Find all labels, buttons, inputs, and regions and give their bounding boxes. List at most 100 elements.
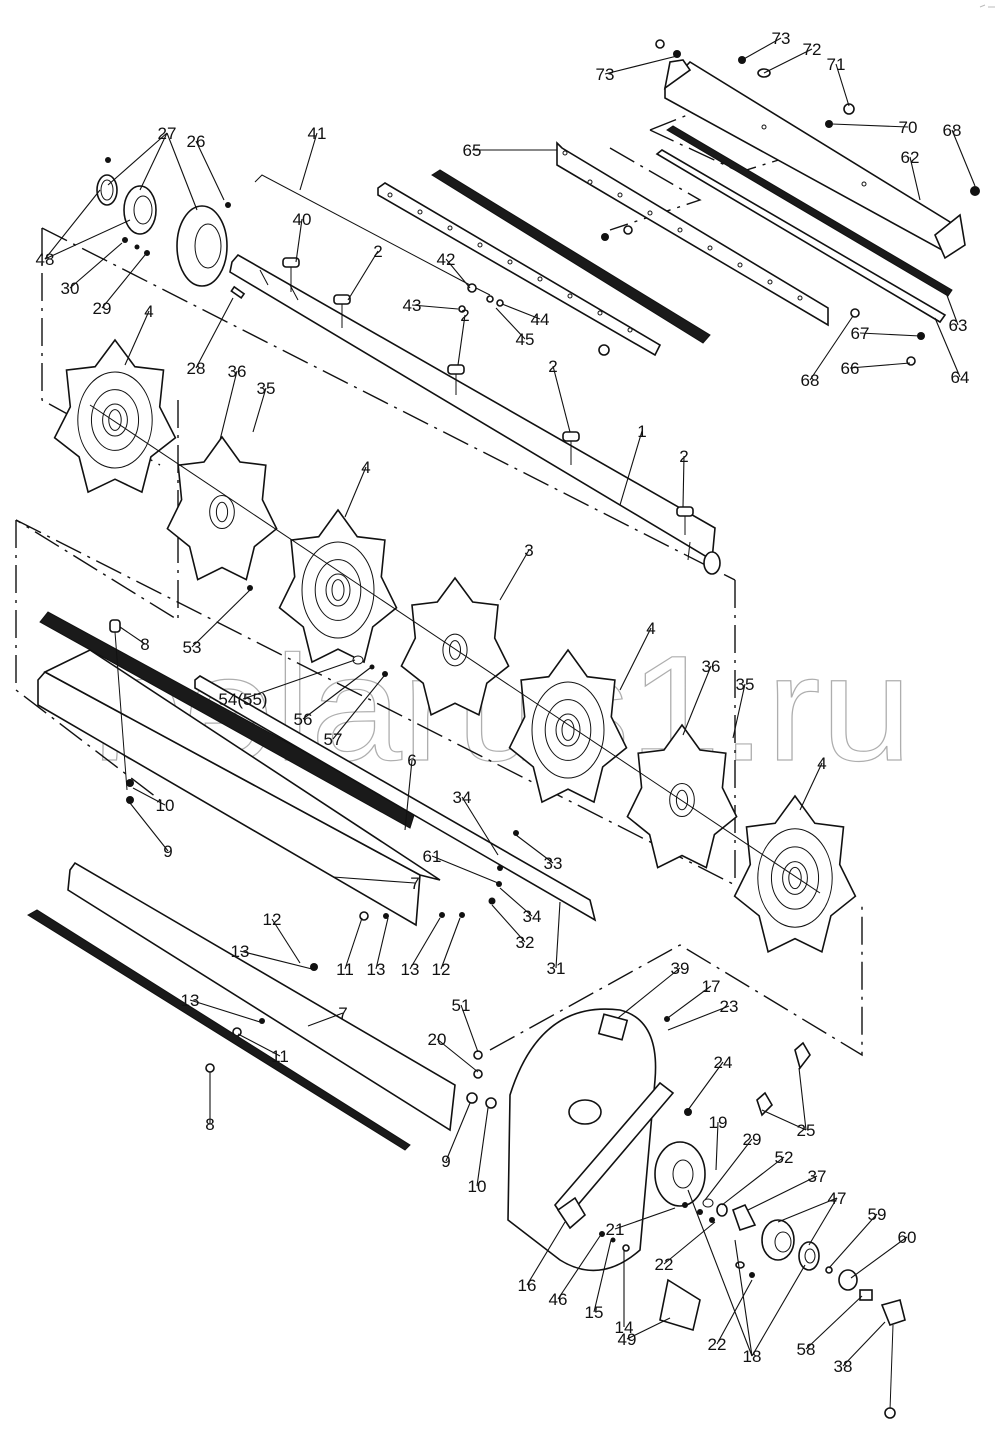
leader-line: [798, 1067, 807, 1131]
wheel-ring: [301, 541, 375, 639]
wheel-ring: [770, 846, 820, 910]
wheel-ring: [555, 713, 581, 747]
callout-29: 29: [93, 299, 112, 318]
leader-line: [849, 362, 911, 369]
leader-line: [191, 589, 251, 648]
leader-line: [411, 304, 459, 310]
leader-line: [687, 1189, 753, 1357]
callout-31: 31: [547, 959, 566, 978]
callout-71: 71: [827, 55, 846, 74]
leader-line: [495, 307, 526, 340]
leader-line: [69, 242, 123, 289]
leader-line: [808, 1197, 838, 1246]
callout-51: 51: [452, 996, 471, 1015]
wheel-hub: [675, 789, 689, 811]
callout-35: 35: [257, 379, 276, 398]
callout-17: 17: [702, 977, 721, 996]
fasteners-7: [232, 911, 465, 1037]
corner-mark: [979, 4, 995, 8]
callout-40: 40: [293, 210, 312, 229]
leader-line: [831, 123, 909, 128]
leader-line: [515, 834, 554, 864]
phantom-outlines: [15, 111, 863, 1057]
callout-72: 72: [803, 40, 822, 59]
leader-line: [271, 918, 301, 964]
leader-line: [664, 985, 712, 1021]
leader-line: [457, 314, 466, 366]
leader-line: [436, 1038, 479, 1073]
callout-41: 41: [308, 124, 327, 143]
lube-line-41: [254, 174, 491, 296]
callout-20: 20: [428, 1030, 447, 1049]
leader-line: [219, 370, 238, 441]
leader-line: [761, 1109, 807, 1131]
wheel-ring: [531, 681, 605, 779]
hub-assembly-right: [682, 1198, 906, 1419]
wheel-hub: [215, 501, 229, 523]
callout-23: 23: [720, 997, 739, 1016]
leader-line: [604, 55, 678, 75]
wheel-ring: [442, 633, 468, 667]
leader-line: [944, 289, 959, 326]
angle-bracket-62: [663, 59, 966, 260]
callout-4: 4: [144, 302, 153, 321]
callout-34: 34: [523, 907, 542, 926]
leader-line: [132, 787, 166, 806]
leader-line: [347, 250, 379, 301]
callout-68: 68: [943, 121, 962, 140]
star-wheel: [626, 723, 738, 869]
leader-line: [552, 365, 571, 433]
wheel-ring: [77, 371, 153, 469]
callout-35: 35: [736, 675, 755, 694]
leader-line: [295, 218, 303, 263]
callout-13: 13: [231, 942, 250, 961]
leader-line: [555, 901, 561, 969]
leader-line: [195, 297, 234, 369]
leader-line: [124, 310, 150, 366]
wheel-axis-line: [89, 404, 821, 894]
shaft-keys-2: [282, 257, 694, 535]
callout-58: 58: [797, 1340, 816, 1359]
leader-line: [557, 1235, 601, 1300]
leader-line: [751, 1264, 806, 1357]
leader-line: [409, 917, 441, 970]
leader-line: [307, 1012, 344, 1027]
leader-line: [663, 1221, 716, 1265]
leader-line: [129, 802, 169, 852]
callout-14: 14: [615, 1318, 634, 1337]
wheel-ring: [757, 828, 833, 928]
callout-68: 68: [801, 371, 820, 390]
callout-64: 64: [951, 368, 970, 387]
leader-line: [614, 1207, 676, 1230]
callout-49: 49: [618, 1330, 637, 1349]
leader-line: [687, 1061, 724, 1111]
leader-line: [460, 1004, 479, 1053]
leader-line: [189, 999, 261, 1023]
callout-4: 4: [646, 619, 655, 638]
callout-53: 53: [183, 638, 202, 657]
callout-16: 16: [518, 1276, 537, 1295]
left-bearing-group: [96, 157, 246, 300]
callout-37: 37: [808, 1167, 827, 1186]
callout-32: 32: [516, 933, 535, 952]
callout-48: 48: [36, 250, 55, 269]
leader-line: [344, 466, 367, 518]
callout-65: 65: [463, 141, 482, 160]
callout-10: 10: [468, 1177, 487, 1196]
leader-line: [799, 762, 823, 811]
callout-56: 56: [294, 710, 313, 729]
leader-line: [682, 455, 685, 508]
star-wheel: [733, 794, 857, 954]
fasteners-bottom: [556, 1196, 630, 1252]
callout-43: 43: [403, 296, 422, 315]
callout-18: 18: [743, 1347, 762, 1366]
callout-47: 47: [828, 1189, 847, 1208]
leader-line: [715, 1121, 719, 1171]
callout-19: 19: [709, 1113, 728, 1132]
leader-lines: [44, 37, 976, 1367]
callout-4: 4: [361, 458, 370, 477]
fasteners-right: [598, 225, 925, 366]
leader-line: [835, 63, 850, 107]
wheel-hub: [788, 866, 802, 890]
wheel-ring: [314, 559, 362, 621]
